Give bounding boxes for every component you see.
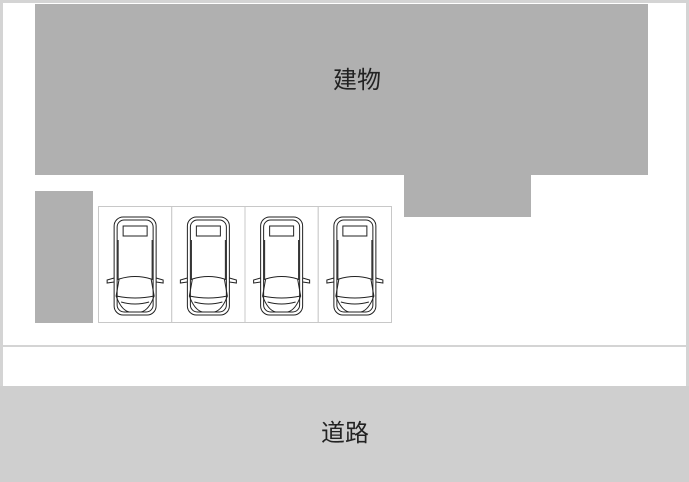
parking-space [171,206,246,323]
parking-space [317,206,392,323]
boundary-line [3,345,686,347]
parking-space [244,206,319,323]
road [0,386,689,482]
parking-space [98,206,173,323]
side-structure [35,191,93,323]
road-label: 道路 [321,419,369,447]
parking-spaces [98,206,392,323]
building [35,4,648,217]
building-label: 建物 [333,66,381,94]
